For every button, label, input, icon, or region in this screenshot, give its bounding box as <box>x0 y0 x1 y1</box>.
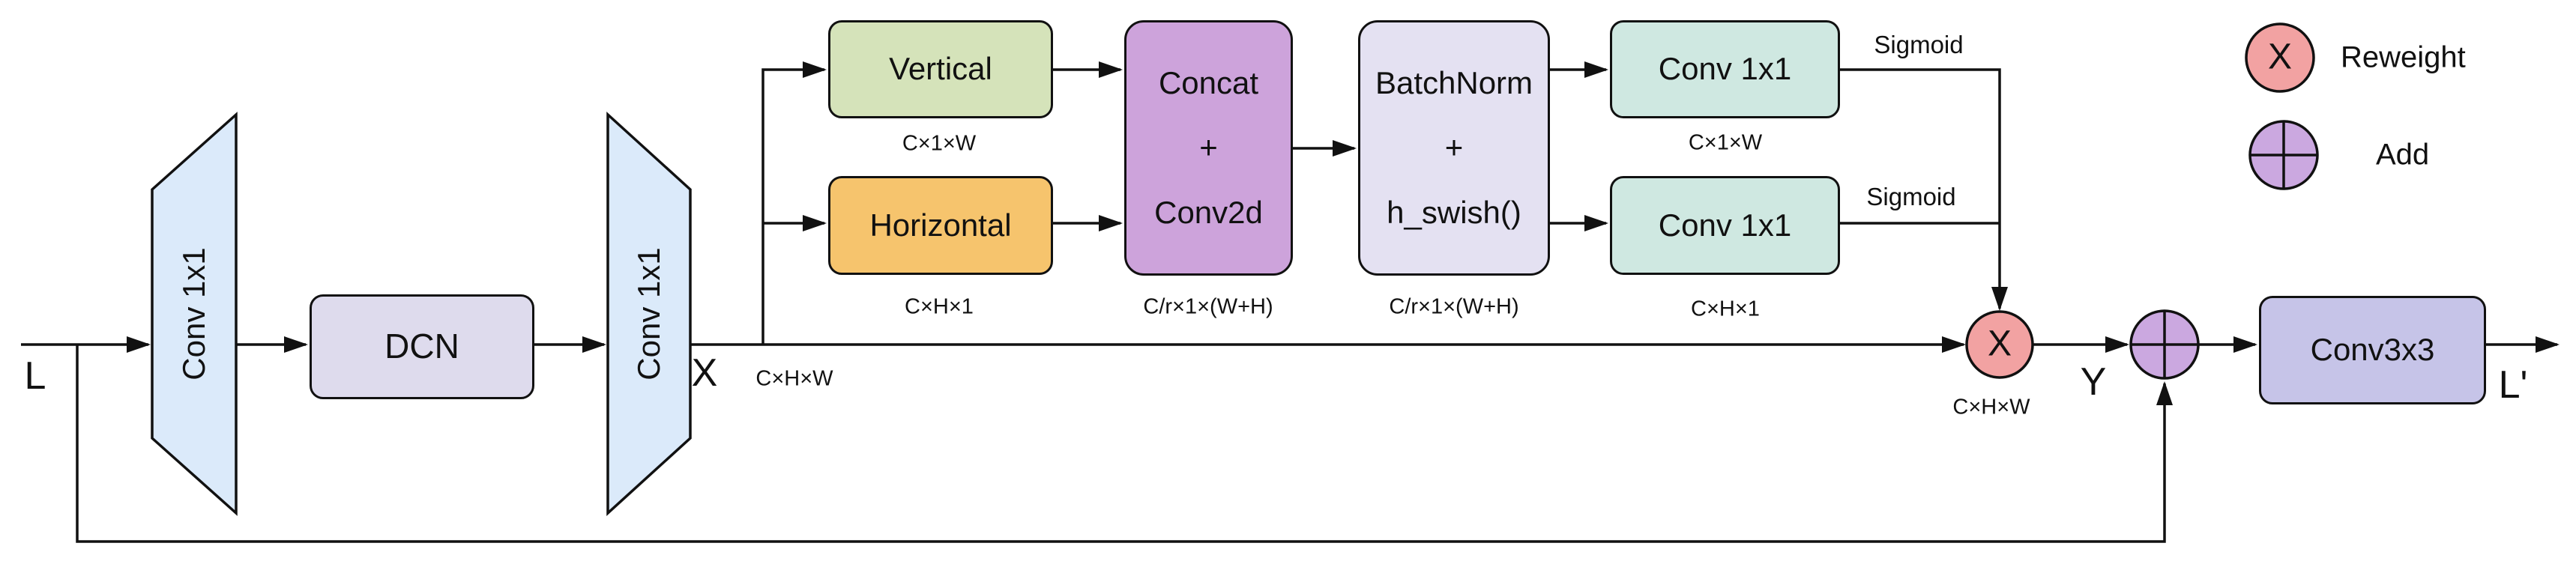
horizontal-pool-label: Horizontal <box>869 207 1012 243</box>
batchnorm-line2: + <box>1444 130 1464 166</box>
batchnorm-hswish-box: BatchNorm + h_swish() <box>1358 20 1550 276</box>
dcn-box: DCN <box>310 294 534 399</box>
output-label: L' <box>2498 363 2528 407</box>
reweight-op-circle <box>1965 310 2034 379</box>
dim-conv-top: C×1×W <box>1688 130 1763 155</box>
conv3x3-label: Conv3x3 <box>2310 332 2435 368</box>
x-label: X <box>691 351 718 395</box>
batchnorm-line1: BatchNorm <box>1375 64 1533 100</box>
conv1x1-expand-label: Conv 1x1 <box>176 247 211 380</box>
dim-concat: C/r×1×(W+H) <box>1143 294 1273 319</box>
dim-reweight-out: C×H×W <box>1952 395 2030 419</box>
input-label: L <box>24 354 46 398</box>
legend-reweight-label: Reweight <box>2341 40 2466 74</box>
vertical-pool-label: Vertical <box>889 51 992 87</box>
legend-reweight-icon <box>2245 22 2315 93</box>
legend-reweight-glyph: X <box>2267 37 2293 77</box>
dim-batchnorm: C/r×1×(W+H) <box>1389 294 1519 319</box>
conv1x1-expand-trapezoid <box>151 112 238 516</box>
reweight-op-glyph: X <box>1987 324 2012 364</box>
dim-x-input: C×H×W <box>755 366 833 391</box>
dim-horizontal: C×H×1 <box>905 294 974 319</box>
dim-conv-bottom: C×H×1 <box>1691 297 1760 321</box>
wire-sigmoid-top-to-reweight <box>1840 68 2008 311</box>
dim-vertical: C×1×W <box>902 131 977 156</box>
concat-line2: + <box>1199 130 1218 166</box>
conv3x3-box: Conv3x3 <box>2259 296 2486 404</box>
conv1x1-top-box: Conv 1x1 <box>1610 20 1840 118</box>
conv1x1-bottom-label: Conv 1x1 <box>1658 207 1792 243</box>
dcn-label: DCN <box>384 327 459 366</box>
concat-conv2d-box: Concat + Conv2d <box>1124 20 1293 276</box>
conv1x1-reduce-trapezoid <box>606 112 692 516</box>
wire-branch-to-vertical <box>761 61 827 345</box>
legend-add-label: Add <box>2376 138 2430 172</box>
sigmoid-top-label: Sigmoid <box>1874 31 1964 58</box>
y-label: Y <box>2080 360 2107 404</box>
conv1x1-top-label: Conv 1x1 <box>1658 51 1792 87</box>
sigmoid-bottom-label: Sigmoid <box>1866 183 1956 210</box>
batchnorm-line3: h_swish() <box>1387 194 1521 230</box>
wire-skip-connection <box>76 345 2173 543</box>
concat-line1: Concat <box>1158 64 1259 100</box>
conv1x1-reduce-label: Conv 1x1 <box>631 247 666 380</box>
vertical-pool-box: Vertical <box>828 20 1053 118</box>
conv1x1-bottom-box: Conv 1x1 <box>1610 176 1840 275</box>
horizontal-pool-box: Horizontal <box>828 176 1053 275</box>
concat-line3: Conv2d <box>1154 194 1263 230</box>
